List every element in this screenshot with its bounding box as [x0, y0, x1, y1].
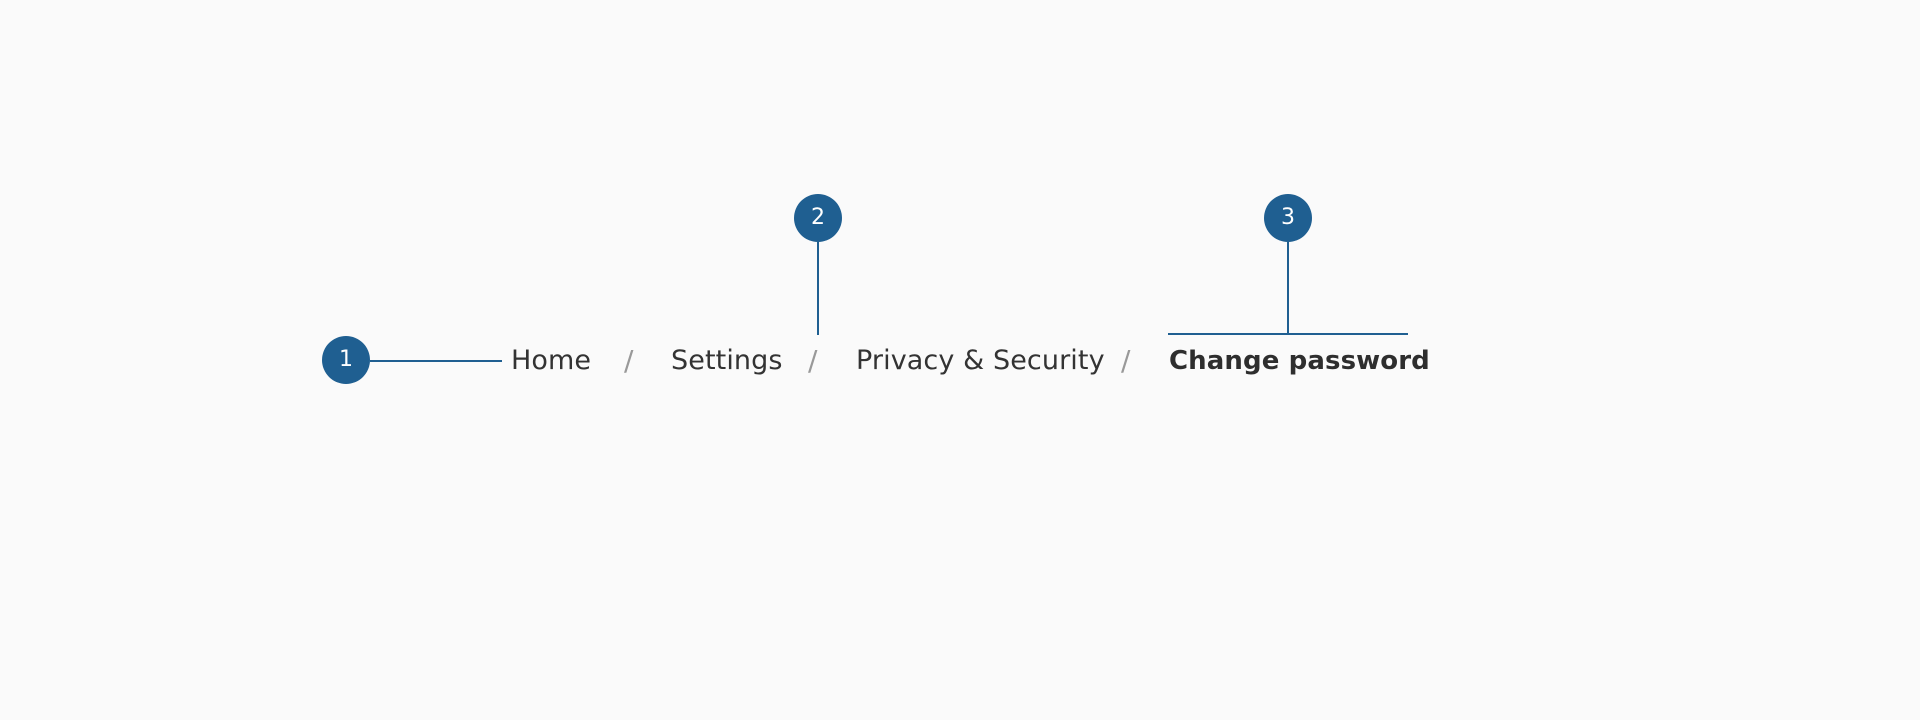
breadcrumb-item-privacy-security[interactable]: Privacy & Security — [856, 345, 1105, 376]
breadcrumb-separator: / — [808, 344, 818, 377]
breadcrumb-item-settings[interactable]: Settings — [671, 345, 783, 376]
breadcrumb-separator: / — [624, 344, 634, 377]
breadcrumb-separator: / — [1121, 344, 1131, 377]
breadcrumb-item-home[interactable]: Home — [511, 345, 592, 376]
breadcrumb-current-page: Change password — [1169, 346, 1430, 376]
